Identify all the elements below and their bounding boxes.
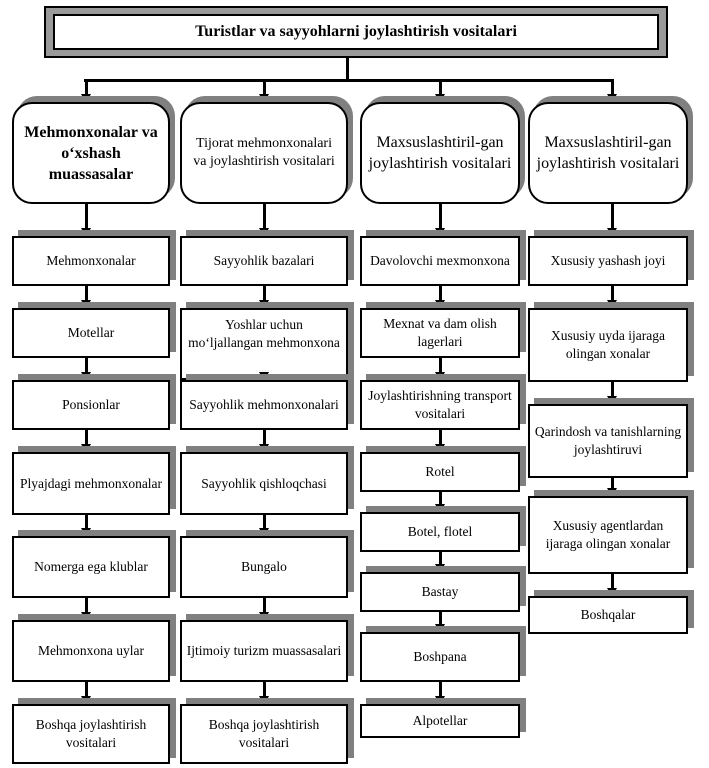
- column-2-item: Ijtimoiy turizm muassasalari: [180, 620, 348, 682]
- column-2-connector: [263, 204, 266, 236]
- column-3-connector: [439, 552, 442, 572]
- column-3-header: Maxsuslashtiril-gan joylashtirish vosita…: [360, 102, 520, 204]
- column-2-item: Sayyohlik mehmonxonalari: [180, 380, 348, 430]
- column-3-item: Botel, flotel: [360, 512, 520, 552]
- column-1-connector: [85, 430, 88, 452]
- column-4-item: Qarindosh va tanishlarning joylashtiruvi: [528, 404, 688, 478]
- column-4-item: Xususiy agentlardan ijaraga olingan xona…: [528, 496, 688, 574]
- column-2-drop: [263, 80, 266, 102]
- column-4-item: Xususiy uyda ijaraga olingan xonalar: [528, 308, 688, 382]
- column-2-connector: [263, 682, 266, 704]
- column-1-connector: [85, 598, 88, 620]
- column-3-item: Mexnat va dam olish lagerlari: [360, 308, 520, 358]
- column-4-connector: [611, 478, 614, 496]
- column-3-connector: [439, 286, 442, 308]
- column-4-connector: [611, 286, 614, 308]
- column-3-connector: [439, 682, 442, 704]
- column-1-item: Boshqa joylashtirish vositalari: [12, 704, 170, 764]
- column-1-item: Ponsionlar: [12, 380, 170, 430]
- column-4-connector: [611, 574, 614, 596]
- column-3-item: Alpotellar: [360, 704, 520, 738]
- column-1-connector: [85, 358, 88, 380]
- column-3-item: Bastay: [360, 572, 520, 612]
- bus-line: [84, 79, 614, 82]
- column-2-connector: [263, 598, 266, 620]
- column-4-connector: [611, 204, 614, 236]
- column-2-header: Tijorat mehmonxonalari va joylashtirish …: [180, 102, 348, 204]
- title-connector: [346, 58, 349, 80]
- column-3-connector: [439, 612, 442, 632]
- column-3-connector: [439, 358, 442, 380]
- diagram-title: Turistlar va sayyohlarni joylashtirish v…: [53, 14, 659, 50]
- column-1-item: Mehmonxonalar: [12, 236, 170, 286]
- column-2-item: Boshqa joylashtirish vositalari: [180, 704, 348, 764]
- column-3-item: Rotel: [360, 452, 520, 492]
- column-2-connector: [263, 515, 266, 536]
- column-1-drop: [85, 80, 88, 102]
- column-1-header: Mehmonxonalar va oʻxshash muassasalar: [12, 102, 170, 204]
- column-3-connector: [439, 430, 442, 452]
- column-1-connector: [85, 515, 88, 536]
- column-2-item: Sayyohlik bazalari: [180, 236, 348, 286]
- column-1-item: Plyajdagi mehmonxonalar: [12, 452, 170, 515]
- column-4-item: Boshqalar: [528, 596, 688, 634]
- column-3-item: Boshpana: [360, 632, 520, 682]
- column-2-item: Bungalo: [180, 536, 348, 598]
- column-3-connector: [439, 204, 442, 236]
- column-2-connector: [263, 286, 266, 308]
- column-3-item: Joylashtirishning transport vositalari: [360, 380, 520, 430]
- column-2-item: Sayyohlik qishloqchasi: [180, 452, 348, 515]
- column-4-drop: [611, 80, 614, 102]
- column-4-connector: [611, 382, 614, 404]
- column-1-item: Motellar: [12, 308, 170, 358]
- column-3-drop: [439, 80, 442, 102]
- column-4-item: Xususiy yashash joyi: [528, 236, 688, 286]
- column-1-item: Nomerga ega klublar: [12, 536, 170, 598]
- column-3-connector: [439, 492, 442, 512]
- column-1-connector: [85, 286, 88, 308]
- column-1-connector: [85, 682, 88, 704]
- column-1-connector: [85, 204, 88, 236]
- column-3-item: Davolovchi mexmonxona: [360, 236, 520, 286]
- column-4-header: Maxsuslashtiril-gan joylashtirish vosita…: [528, 102, 688, 204]
- column-2-item: Yoshlar uchun moʻljallangan mehmonxona: [180, 308, 348, 380]
- column-2-connector: [263, 430, 266, 452]
- column-1-item: Mehmonxona uylar: [12, 620, 170, 682]
